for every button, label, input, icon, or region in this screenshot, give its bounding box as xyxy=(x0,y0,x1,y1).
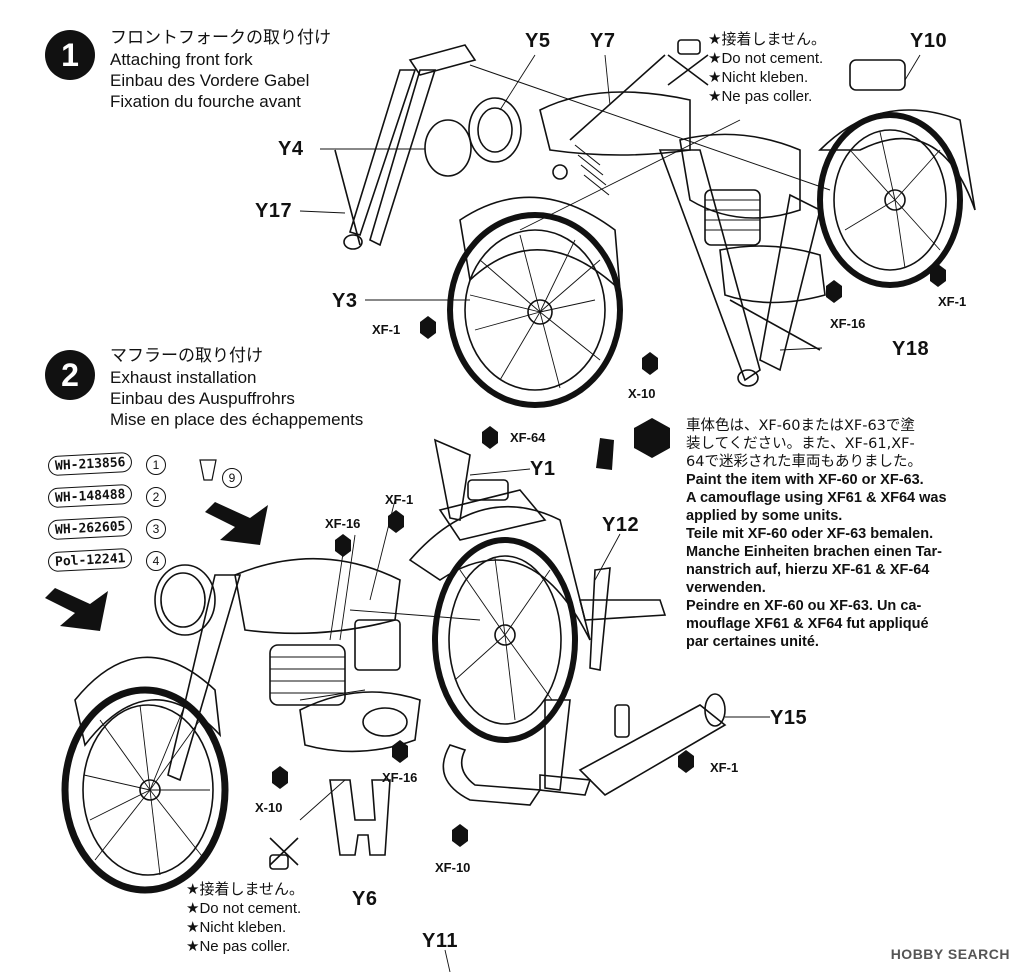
paint-en-1: Paint the item with XF-60 or XF-63. xyxy=(686,472,924,488)
arrow-icon-3 xyxy=(596,438,614,470)
part-label-y7: Y7 xyxy=(590,30,616,52)
paint-fr-3: par certaines unité. xyxy=(686,634,819,650)
paint-de-1: Teile mit XF-60 oder XF-63 bemalen. xyxy=(686,526,934,542)
paint-marker-xf16-b xyxy=(335,534,351,557)
part-label-y17: Y17 xyxy=(255,200,293,222)
paint-label-xf16-c: XF-16 xyxy=(382,770,418,785)
plate-option-3: 3 xyxy=(146,519,166,539)
step-2-title-fr: Mise en place des échappements xyxy=(110,410,364,429)
part-label-y1: Y1 xyxy=(530,458,556,480)
y4-headlight-drawing xyxy=(424,119,472,177)
paint-en-3: applied by some units. xyxy=(686,508,843,524)
step-2-title-en: Exhaust installation xyxy=(110,368,257,387)
paint-label-xf64: XF-64 xyxy=(510,430,546,445)
part-label-y18: Y18 xyxy=(892,338,930,360)
paint-label-xf16-b: XF-16 xyxy=(325,516,361,531)
part-label-y4: Y4 xyxy=(278,138,304,160)
paint-label-xf1-a: XF-1 xyxy=(372,322,401,337)
paint-marker-xf1-b xyxy=(930,264,946,287)
part-label-y10: Y10 xyxy=(910,30,948,52)
paint-marker-x10-b xyxy=(272,766,288,789)
step-2-number: 2 xyxy=(45,350,95,400)
plate-option-1: 1 xyxy=(146,455,166,475)
paint-en-2: A camouflage using XF61 & XF64 was xyxy=(686,490,947,506)
paint-de-2: Manche Einheiten brachen einen Tar- xyxy=(686,544,942,560)
part-label-y11: Y11 xyxy=(422,930,458,952)
decal-number: 9 xyxy=(222,468,242,488)
no-cement-fr-bottom: ★Ne pas coller. xyxy=(186,938,291,955)
step-1-title: フロントフォークの取り付け Attaching front fork Einba… xyxy=(110,28,331,112)
paint-jp-3: 64で迷彩された車両もありました。 xyxy=(686,454,922,470)
step-1-title-fr: Fixation du fourche avant xyxy=(110,92,301,111)
paint-marker-xf16-a xyxy=(826,280,842,303)
paint-de-3: nanstrich auf, hierzu XF-61 & XF-64 xyxy=(686,562,930,578)
step-2-title: マフラーの取り付け Exhaust installation Einbau de… xyxy=(110,346,363,430)
part-label-y12: Y12 xyxy=(602,514,640,536)
part-label-y6: Y6 xyxy=(352,888,378,910)
no-cement-jp: ★接着しません。 xyxy=(708,31,826,48)
step-2-title-jp: マフラーの取り付け xyxy=(110,346,263,366)
arrow-icon-2 xyxy=(45,588,108,631)
paint-label-xf16-a: XF-16 xyxy=(830,316,866,331)
no-cement-de: ★Nicht kleben. xyxy=(708,69,809,86)
paint-marker-xf10 xyxy=(452,824,468,847)
step-2-title-de: Einbau des Auspuffrohrs xyxy=(110,389,295,408)
no-cement-fr: ★Ne pas coller. xyxy=(708,88,813,105)
paint-marker-x10-a xyxy=(642,352,658,375)
step-1-title-de: Einbau des Vordere Gabel xyxy=(110,71,310,90)
paint-label-xf1-d: XF-1 xyxy=(710,760,739,775)
paint-label-xf1-c: XF-1 xyxy=(385,492,414,507)
paint-marker-xf16-c xyxy=(392,740,408,763)
rear-tire-drawing xyxy=(817,112,963,288)
paint-fr-1: Peindre en XF-60 ou XF-63. Un ca- xyxy=(686,598,922,614)
part-label-y5: Y5 xyxy=(525,30,551,52)
step2-front-tire-drawing xyxy=(61,686,229,894)
arrow-icon xyxy=(205,502,268,545)
part-label-y15: Y15 xyxy=(770,707,808,729)
paint-label-xf10: XF-10 xyxy=(435,860,471,875)
plate-option-2: 2 xyxy=(146,487,166,507)
step-1-title-jp: フロントフォークの取り付け xyxy=(110,28,331,48)
paint-marker-xf64 xyxy=(482,426,498,449)
no-cement-jp-bottom: ★接着しません。 xyxy=(186,881,304,898)
paint-marker-xf1-a xyxy=(420,316,436,339)
paint-instructions: 車体色は、XF-60またはXF-63で塗 装してください。また、XF-61,XF… xyxy=(686,417,986,651)
paint-marker-xf1-c xyxy=(388,510,404,533)
no-cement-de-bottom: ★Nicht kleben. xyxy=(186,919,287,936)
no-cement-en-bottom: ★Do not cement. xyxy=(186,900,302,917)
paint-fr-2: mouflage XF61 & XF64 fut appliqué xyxy=(686,616,929,632)
paint-label-x10-b: X-10 xyxy=(255,800,283,815)
no-cement-note-top: ★接着しません。 ★Do not cement. ★Nicht kleben. … xyxy=(708,30,826,106)
paint-marker-xf1-d xyxy=(678,750,694,773)
paint-de-4: verwenden. xyxy=(686,580,766,596)
paint-jp-2: 装してください。また、XF-61,XF- xyxy=(686,436,915,452)
front-tire-drawing xyxy=(447,212,623,408)
no-cement-note-bottom: ★接着しません。 ★Do not cement. ★Nicht kleben. … xyxy=(186,880,304,956)
watermark: HOBBY SEARCH xyxy=(890,946,1010,962)
paint-marker-large xyxy=(634,418,670,458)
part-label-y3: Y3 xyxy=(332,290,358,312)
paint-label-x10-a: X-10 xyxy=(628,386,656,401)
step-1-title-en: Attaching front fork xyxy=(110,50,253,69)
paint-jp-1: 車体色は、XF-60またはXF-63で塗 xyxy=(686,418,915,434)
plate-option-4: 4 xyxy=(146,551,166,571)
no-cement-en: ★Do not cement. xyxy=(708,50,824,67)
step-1-number: 1 xyxy=(45,30,95,80)
paint-label-xf1-b: XF-1 xyxy=(938,294,967,309)
